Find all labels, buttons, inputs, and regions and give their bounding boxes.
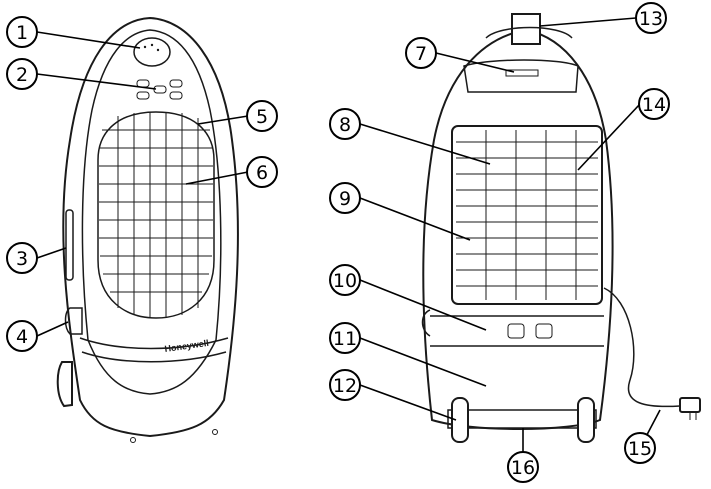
- control-button-3: [136, 91, 150, 100]
- leader-11: [359, 337, 487, 387]
- callout-10: 10: [329, 264, 361, 296]
- rear-grille-frame: [451, 125, 603, 305]
- leader-5: [197, 115, 249, 125]
- leader-8: [359, 123, 491, 165]
- callout-7: 7: [405, 37, 437, 69]
- rear-tank-slot-2: [535, 323, 553, 339]
- svg-text:12: 12: [333, 375, 357, 397]
- leader-4: [36, 321, 69, 337]
- leader-6: [185, 171, 249, 185]
- leader-2: [36, 73, 157, 90]
- leader-3: [36, 247, 67, 259]
- leader-1: [36, 31, 141, 49]
- svg-text:14: 14: [642, 94, 666, 116]
- rear-base-bar: [447, 409, 597, 429]
- rear-top-cap: [485, 26, 573, 39]
- front-dial-dot-2: [150, 43, 154, 47]
- svg-text:6: 6: [256, 162, 268, 184]
- svg-text:5: 5: [256, 106, 268, 128]
- front-louvre-grid: [99, 112, 213, 318]
- front-side-water-gauge: [65, 209, 74, 281]
- rear-top-handle: [511, 13, 541, 45]
- leader-lines: [36, 17, 661, 452]
- svg-text:8: 8: [339, 114, 351, 136]
- rear-view-cooler: [421, 13, 701, 443]
- front-foot-left: [130, 437, 136, 443]
- callout-8: 8: [329, 108, 361, 140]
- callout-13: 13: [635, 2, 667, 34]
- svg-text:2: 2: [16, 64, 28, 86]
- callout-2: 2: [6, 58, 38, 90]
- svg-text:11: 11: [333, 328, 357, 350]
- front-foot-right: [212, 429, 218, 435]
- svg-text:16: 16: [511, 457, 535, 479]
- callout-15: 15: [624, 432, 656, 464]
- power-cord: [603, 287, 681, 408]
- control-button-5: [169, 91, 183, 100]
- callout-9: 9: [329, 182, 361, 214]
- front-control-dial: [133, 37, 171, 67]
- front-inner-panel: [81, 29, 222, 395]
- leader-9: [359, 197, 471, 241]
- rear-tank-slot-1: [507, 323, 525, 339]
- svg-text:1: 1: [16, 22, 28, 44]
- svg-text:10: 10: [333, 270, 357, 292]
- rear-wheel-left: [451, 397, 469, 443]
- leader-10: [359, 279, 487, 331]
- callout-16: 16: [507, 451, 539, 483]
- front-base-band: [79, 337, 229, 350]
- front-louvre-frame: [97, 111, 215, 319]
- leader-7: [435, 52, 515, 73]
- rear-grille-bars: [456, 130, 598, 300]
- callout-14: 14: [638, 88, 670, 120]
- rear-side-handle-left: [421, 309, 431, 337]
- front-left-wheel: [56, 361, 73, 408]
- leader-13: [539, 17, 637, 27]
- callout-12: 12: [329, 369, 361, 401]
- control-button-2: [169, 79, 183, 88]
- power-plug: [679, 397, 701, 413]
- svg-text:4: 4: [16, 326, 28, 348]
- callouts: 1 2 3 4 5 6 7 8 9 10 11 12 13 14 15 16: [6, 2, 670, 483]
- callout-11: 11: [329, 322, 361, 354]
- callout-1: 1: [6, 16, 38, 48]
- svg-text:13: 13: [639, 8, 663, 30]
- callout-4: 4: [6, 320, 38, 352]
- front-dial-dot-1: [143, 45, 147, 49]
- front-base-band-lower: [81, 351, 227, 363]
- callout-6: 6: [246, 156, 278, 188]
- rear-wheel-right: [577, 397, 595, 443]
- front-dial-dot-3: [156, 48, 160, 52]
- front-side-handle: [64, 307, 83, 335]
- svg-text:3: 3: [16, 248, 28, 270]
- front-view-cooler: Honeywell: [56, 16, 239, 443]
- rear-top-vent-slot: [505, 69, 539, 77]
- leader-12: [359, 384, 457, 421]
- svg-text:15: 15: [628, 438, 652, 460]
- svg-text:9: 9: [339, 188, 351, 210]
- callout-3: 3: [6, 242, 38, 274]
- leader-14: [577, 103, 641, 171]
- callout-5: 5: [246, 100, 278, 132]
- svg-text:7: 7: [415, 43, 427, 65]
